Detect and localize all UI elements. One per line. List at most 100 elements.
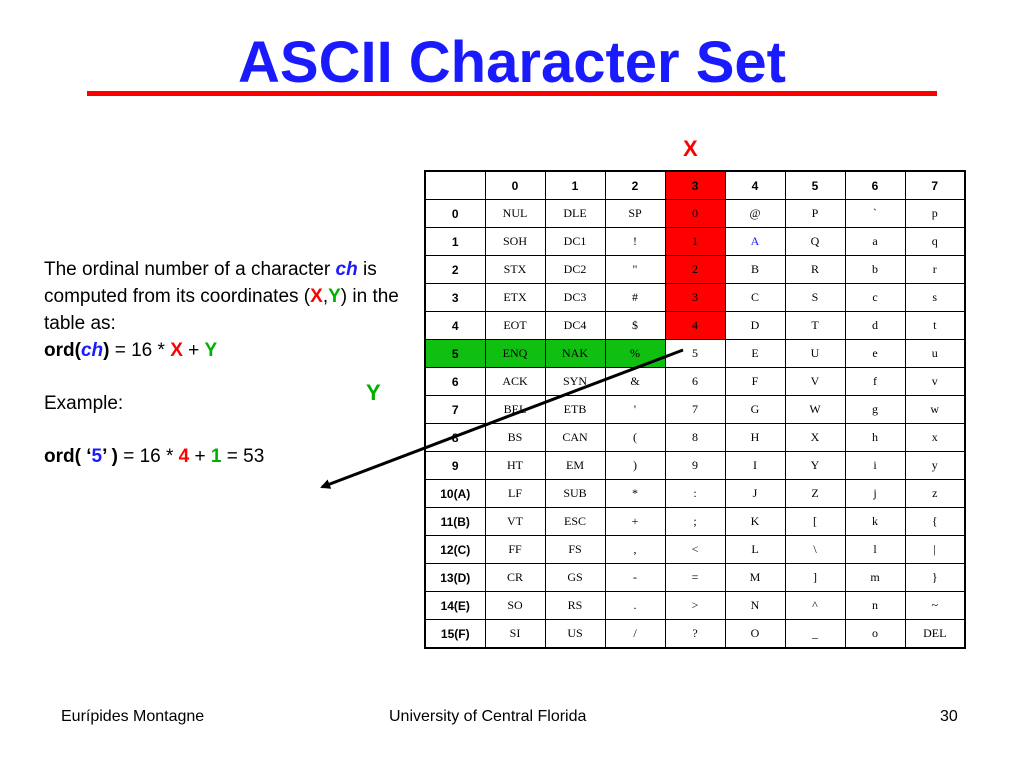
table-cell: < [664, 535, 726, 564]
table-cell: DEL [904, 619, 966, 649]
table-cell: SI [484, 619, 546, 649]
table-cell: e [844, 339, 906, 368]
table-cell: 3 [664, 283, 726, 312]
explanation-text: The ordinal number of a character ch is … [44, 256, 404, 470]
row-header: 3 [424, 283, 486, 312]
table-cell: = [664, 563, 726, 592]
column-header: 6 [844, 170, 906, 200]
table-cell: ACK [484, 367, 546, 396]
table-cell: x [904, 423, 966, 452]
row-header: 11(B) [424, 507, 486, 536]
row-header: 15(F) [424, 619, 486, 649]
table-cell: c [844, 283, 906, 312]
table-cell: X [784, 423, 846, 452]
table-cell: SOH [484, 227, 546, 256]
table-cell: d [844, 311, 906, 340]
slide-title: ASCII Character Set [238, 30, 786, 95]
table-cell: > [664, 591, 726, 620]
footer-author: Eurípides Montagne [61, 708, 205, 725]
table-cell: US [544, 619, 606, 649]
table-cell: j [844, 479, 906, 508]
table-cell: W [784, 395, 846, 424]
table-cell: a [844, 227, 906, 256]
table-cell: C [724, 283, 786, 312]
table-cell: ESC [544, 507, 606, 536]
table-cell: ETX [484, 283, 546, 312]
table-cell: t [904, 311, 966, 340]
table-cell: ETB [544, 395, 606, 424]
column-header: 4 [724, 170, 786, 200]
table-cell: - [604, 563, 666, 592]
row-header: 13(D) [424, 563, 486, 592]
table-cell: 2 [664, 255, 726, 284]
table-cell: \ [784, 535, 846, 564]
table-cell: u [904, 339, 966, 368]
table-cell: DC3 [544, 283, 606, 312]
table-cell: _ [784, 619, 846, 649]
row-header: 5 [424, 339, 486, 368]
table-cell: A [724, 227, 786, 256]
table-cell: ] [784, 563, 846, 592]
table-cell: RS [544, 591, 606, 620]
table-cell: 5 [664, 339, 726, 368]
table-cell: CAN [544, 423, 606, 452]
table-cell: ! [604, 227, 666, 256]
corner-cell [424, 170, 486, 200]
table-cell: ' [604, 395, 666, 424]
table-cell: + [604, 507, 666, 536]
table-cell: ` [844, 199, 906, 228]
table-cell: 4 [664, 311, 726, 340]
table-cell: NAK [544, 339, 606, 368]
footer-page-number: 30 [940, 708, 958, 725]
column-header: 0 [484, 170, 546, 200]
row-header: 1 [424, 227, 486, 256]
table-cell: * [604, 479, 666, 508]
table-cell: z [904, 479, 966, 508]
table-cell: 6 [664, 367, 726, 396]
table-cell: h [844, 423, 906, 452]
table-cell: BS [484, 423, 546, 452]
table-cell: s [904, 283, 966, 312]
table-cell: G [724, 395, 786, 424]
table-cell: f [844, 367, 906, 396]
table-cell: 0 [664, 199, 726, 228]
column-header: 7 [904, 170, 966, 200]
table-cell: & [604, 367, 666, 396]
table-cell: EOT [484, 311, 546, 340]
table-cell: : [664, 479, 726, 508]
table-cell: k [844, 507, 906, 536]
table-cell: p [904, 199, 966, 228]
table-cell: 1 [664, 227, 726, 256]
table-cell: ? [664, 619, 726, 649]
table-cell: % [604, 339, 666, 368]
row-header: 10(A) [424, 479, 486, 508]
table-cell: LF [484, 479, 546, 508]
table-cell: r [904, 255, 966, 284]
table-cell: " [604, 255, 666, 284]
row-header: 7 [424, 395, 486, 424]
example-formula: ord( ‘5’ ) = 16 * 4 + 1 = 53 [44, 446, 265, 467]
table-cell: ; [664, 507, 726, 536]
table-cell: B [724, 255, 786, 284]
title-underline [87, 91, 937, 96]
table-cell: Y [784, 451, 846, 480]
table-cell: b [844, 255, 906, 284]
table-cell: D [724, 311, 786, 340]
table-cell: U [784, 339, 846, 368]
column-header: 2 [604, 170, 666, 200]
table-cell: , [604, 535, 666, 564]
table-cell: Z [784, 479, 846, 508]
table-cell: VT [484, 507, 546, 536]
table-cell: i [844, 451, 906, 480]
table-cell: GS [544, 563, 606, 592]
table-cell: FS [544, 535, 606, 564]
